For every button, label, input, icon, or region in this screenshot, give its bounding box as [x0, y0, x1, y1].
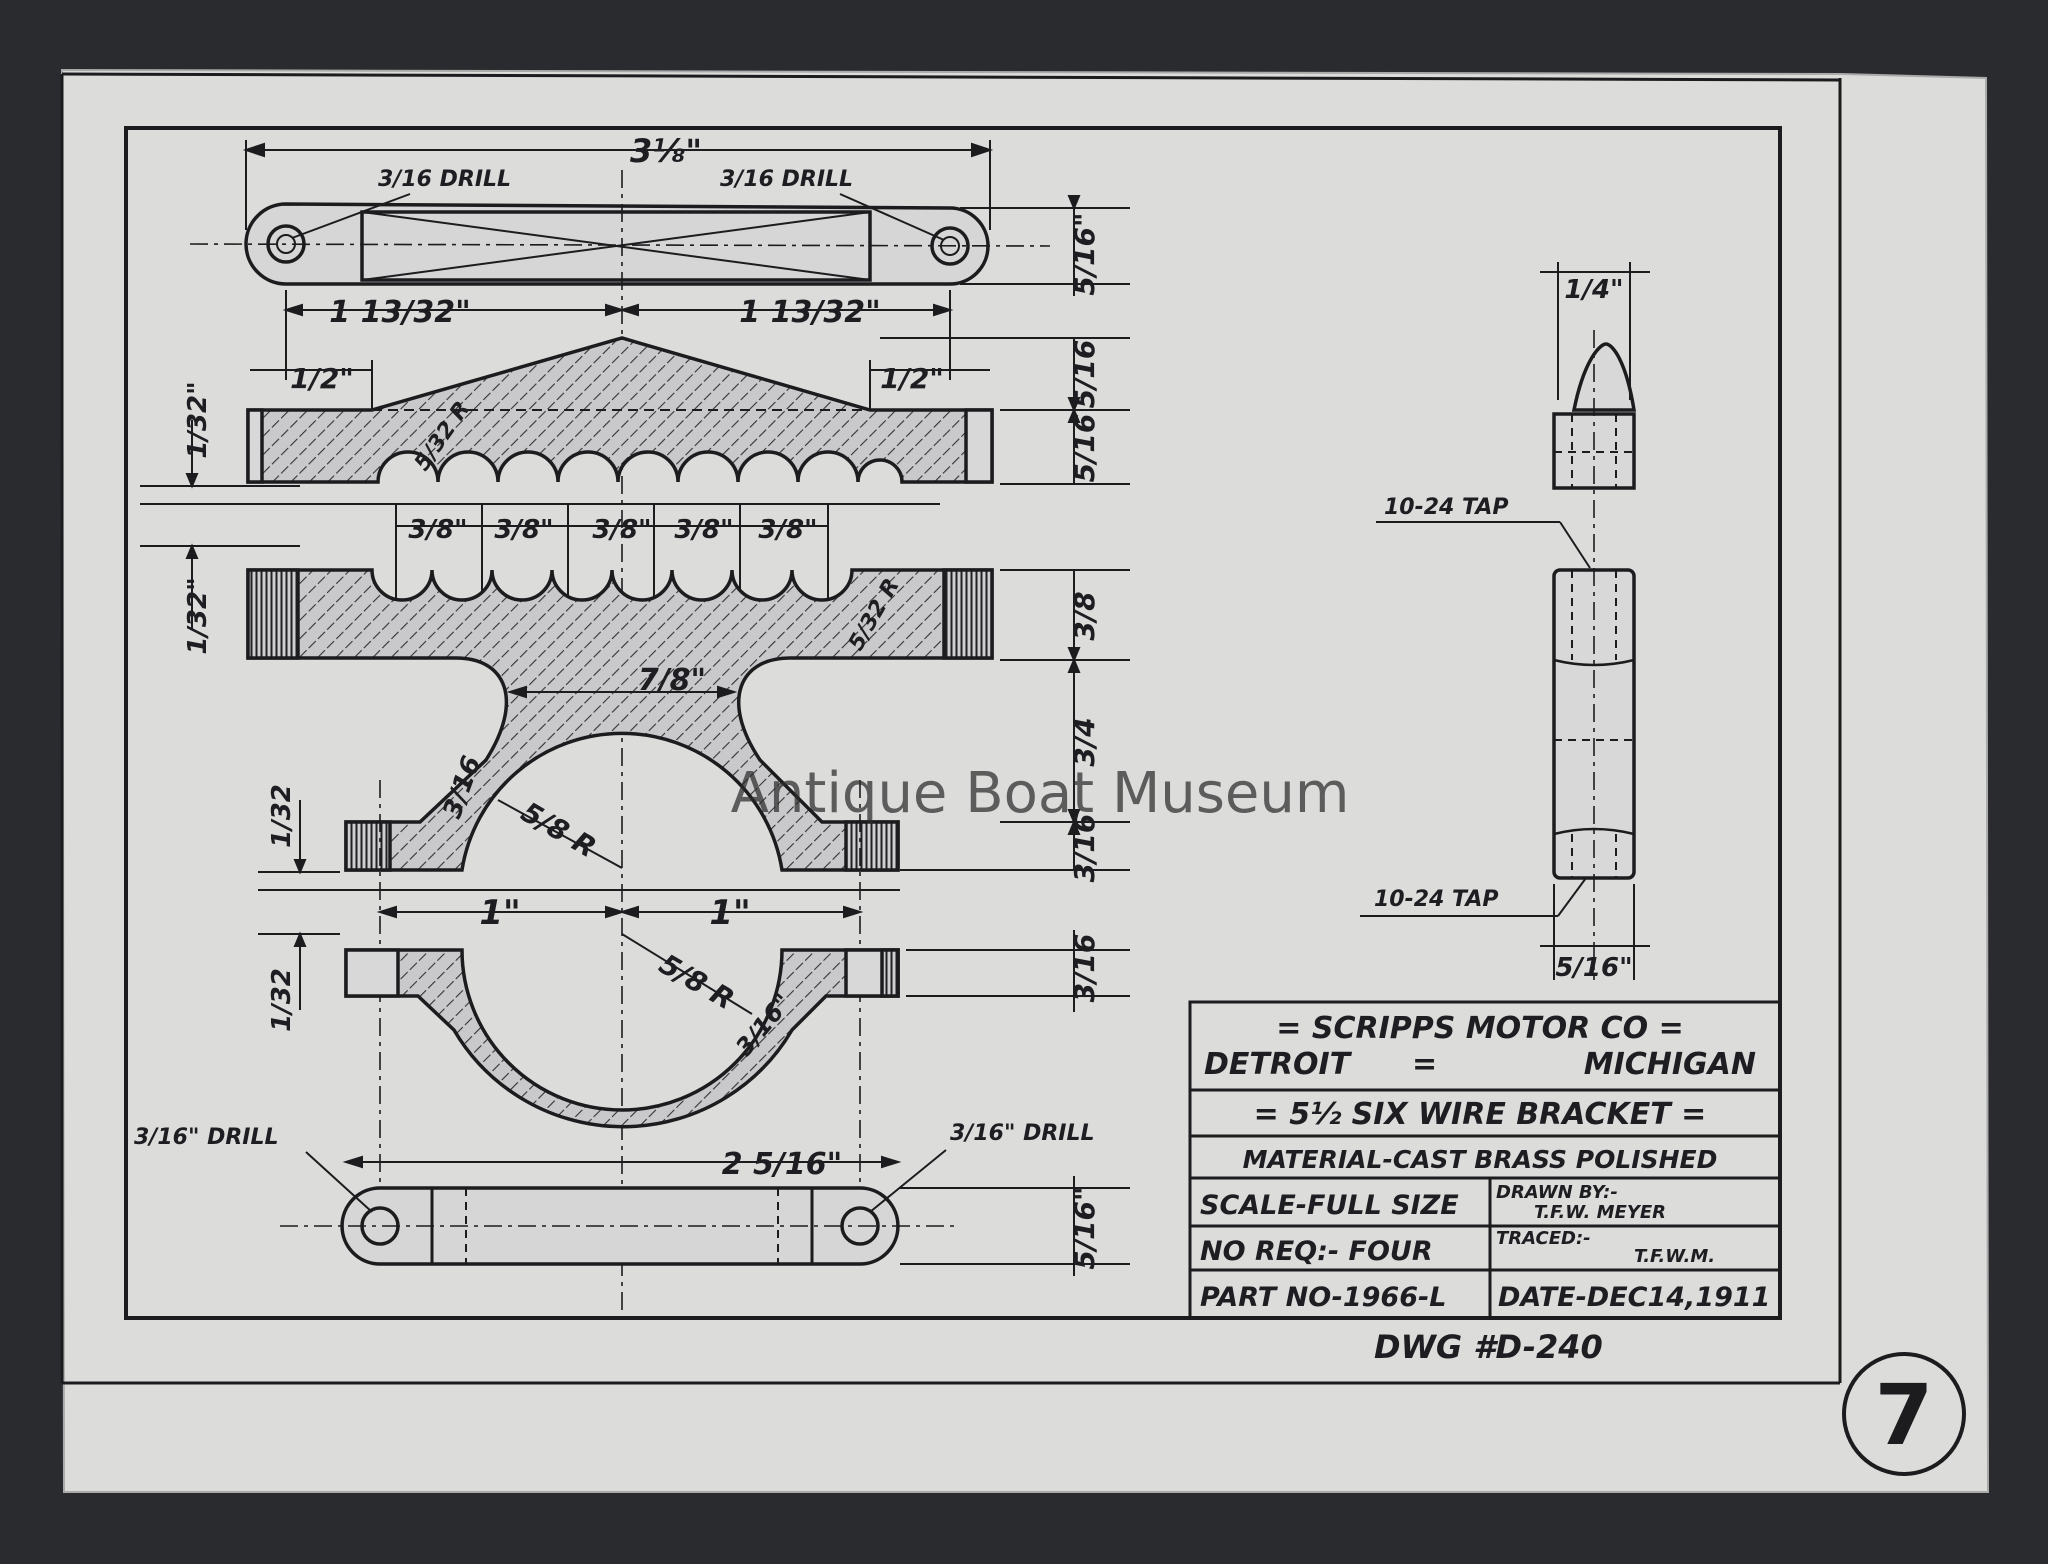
dim-web-halves — [250, 360, 990, 410]
title-traced-by: T.F.W.M. — [1634, 1246, 1715, 1267]
drawing-border — [124, 126, 1782, 1320]
title-scale: SCALE-FULL SIZE — [1200, 1190, 1459, 1221]
side-view — [1552, 330, 1637, 980]
dim-cap-right — [906, 930, 1130, 1012]
dim-bore-half-right: 1" — [709, 893, 750, 933]
dim-overall-length-label: 3⅛" — [630, 132, 702, 170]
strap-top-view — [189, 170, 1051, 1320]
dim-web-half-left: 1/2" — [290, 362, 354, 395]
dim-upper-5-16-b: 5/16 — [1068, 414, 1101, 483]
dim-overall-length — [242, 140, 994, 230]
dim-cap-3-16: 3/16 — [1068, 934, 1101, 1003]
title-traced-label: TRACED:- — [1496, 1228, 1591, 1249]
drill-label-d: 3/16" DRILL — [950, 1121, 1095, 1146]
dim-gap-1-32-a: 1/32" — [183, 381, 213, 458]
dim-top-thickness — [960, 195, 1130, 296]
dim-halves — [282, 290, 954, 380]
title-quantity: NO REQ:- FOUR — [1200, 1236, 1433, 1267]
dim-neck — [506, 685, 738, 699]
drawing-number: DWG #D-240 — [1374, 1328, 1603, 1366]
dim-side-top-width: 1/4" — [1564, 275, 1623, 305]
dim-gap-1-32-b: 1/32" — [183, 577, 213, 654]
tap-label-1: 10-24 TAP — [1384, 495, 1508, 520]
dim-side-bottom — [1540, 884, 1650, 980]
title-city: DETROIT — [1204, 1047, 1353, 1082]
dim-base-thickness — [900, 1176, 1130, 1276]
title-date: DATE-DEC14,1911 — [1498, 1282, 1770, 1313]
dim-upper-right — [880, 337, 1130, 485]
dim-bore-half-left: 1" — [479, 893, 520, 933]
dim-half-right: 1 13/32" — [739, 295, 880, 330]
sheet-number: 7 — [1875, 1366, 1933, 1464]
dim-pitch-1: 3/8" — [408, 515, 467, 545]
dim-arch-3-4: 3/4 — [1068, 717, 1101, 766]
dim-pitch-4: 3/8" — [674, 515, 733, 545]
dim-base-span-label: 2 5/16" — [722, 1147, 843, 1182]
dim-side-top — [1540, 262, 1650, 400]
dim-gap-upper — [140, 420, 940, 505]
drill-label-a: 3/16 DRILL — [378, 167, 511, 192]
title-drawn-label: DRAWN BY:- — [1496, 1182, 1618, 1203]
paper-edges — [60, 72, 1842, 1385]
tap-leader-2 — [1360, 877, 1587, 917]
title-part-name: = 5½ SIX WIRE BRACKET = — [1254, 1097, 1707, 1132]
title-part-no: PART NO-1966-L — [1200, 1282, 1446, 1313]
lower-clamp-half — [246, 568, 994, 1220]
dim-upper-5-16-a: 5/16 — [1068, 340, 1101, 409]
tap-label-2: 10-24 TAP — [1374, 887, 1498, 912]
dim-half-left: 1 13/32" — [329, 295, 470, 330]
dim-side-bottom-width: 5/16" — [1555, 953, 1632, 983]
base-strap — [280, 1186, 960, 1266]
tap-leader-1 — [1376, 521, 1591, 569]
dim-top-thickness-label: 5/16" — [1068, 212, 1101, 295]
dim-pitch-5: 3/8" — [758, 515, 817, 545]
bore-radius-leader-a — [497, 799, 623, 869]
bracket-cap — [344, 948, 900, 1129]
title-block — [1188, 1000, 1782, 1320]
title-company: = SCRIPPS MOTOR CO = — [1276, 1011, 1683, 1046]
sheet-number-circle — [1842, 1352, 1966, 1476]
dim-neck-width: 7/8" — [638, 663, 706, 698]
dim-pitch-2: 3/8" — [494, 515, 553, 545]
bore-radius-leader-b — [621, 933, 753, 1015]
dim-base-span — [342, 1155, 902, 1169]
title-material: MATERIAL-CAST BRASS POLISHED — [1243, 1145, 1718, 1174]
title-state: MICHIGAN — [1584, 1047, 1756, 1082]
dim-base-thickness-label: 5/16" — [1068, 1186, 1101, 1269]
title-city-separator: = — [1412, 1047, 1437, 1082]
dim-lower-3-8: 3/8 — [1068, 591, 1101, 640]
drill-leaders-base — [305, 1149, 947, 1213]
upper-clamp-half — [246, 336, 994, 484]
dim-foot-3-16: 3/16 — [1068, 814, 1101, 883]
drill-leaders-top — [291, 193, 945, 241]
dim-gap-lower — [258, 800, 900, 891]
title-drawn-by: T.F.W. MEYER — [1534, 1202, 1666, 1223]
watermark: Antique Boat Museum — [731, 761, 1350, 826]
dim-pitch-row — [395, 504, 829, 600]
dim-gap-cap — [258, 931, 340, 1010]
dim-gap-1-32-c: 1/32 — [267, 784, 297, 848]
dim-web-half-right: 1/2" — [880, 362, 944, 395]
dim-pitch-3: 3/8" — [592, 515, 651, 545]
dim-bore-halves — [376, 905, 864, 919]
dim-lower-right — [900, 569, 1130, 871]
drill-label-b: 3/16 DRILL — [720, 167, 853, 192]
dim-gap-lower-left — [140, 543, 300, 630]
drill-label-c: 3/16" DRILL — [134, 1125, 279, 1150]
dim-gap-1-32-d: 1/32 — [267, 968, 297, 1032]
